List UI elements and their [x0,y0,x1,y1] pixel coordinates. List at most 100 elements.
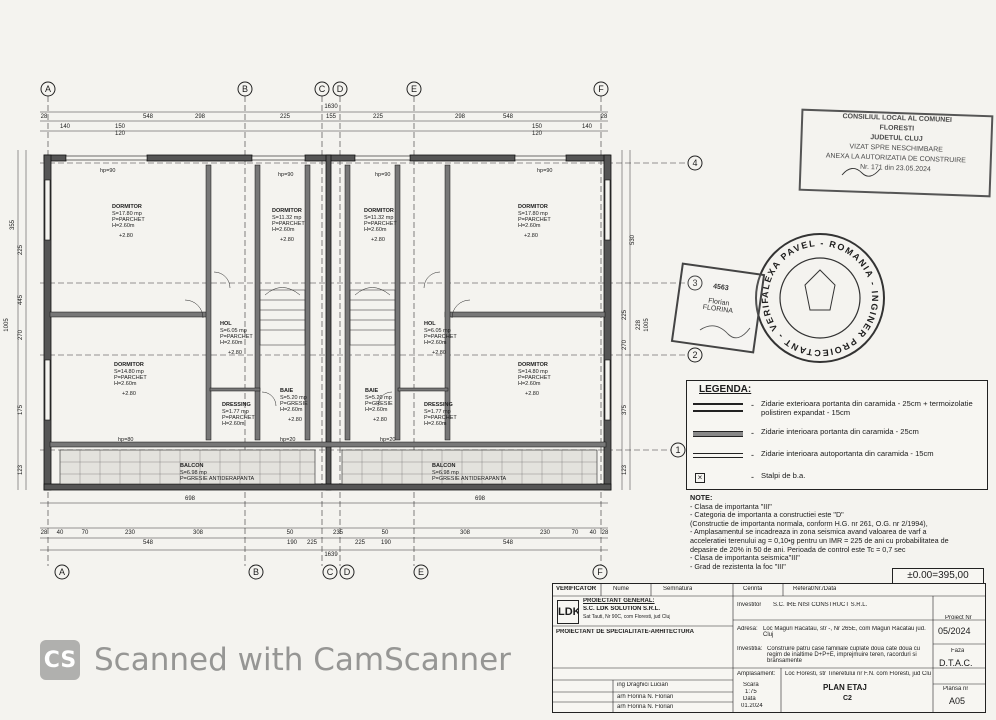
tb-plansa-label: Plansa nr [943,686,969,692]
dim-top-6: 225 [373,114,384,120]
dim-bot-9: 308 [460,530,471,536]
room-area: S=5.20 mp [365,395,392,401]
dim-left-6: 123 [18,464,24,475]
legend-item: - Zidarie exterioara portanta din carami… [687,397,987,421]
axis-label-f: F [598,84,604,94]
room-floor: P=PARCHET [222,415,255,421]
window-label: hp=90 [375,172,390,178]
window-label: hp=90 [278,172,293,178]
legend-box: LEGENDA: - Zidarie exterioara portanta d… [686,380,988,490]
room-name: DORMITOR [518,204,548,210]
dim-bot-12: 40 [590,530,597,536]
room-floor: P=GRESIE ANTIDERAPANTA [180,476,255,482]
room-label: DORMITOR S=17.80 mp P=PARCHET H=2.60m +2… [112,204,145,239]
notes-block: NOTE: - Clasa de importanta "III" - Cate… [690,493,990,571]
room-height: H=2.60m [518,223,541,229]
dim-right-3: 225 [622,309,628,320]
room-name: HOL [220,321,232,327]
window-label: hp=90 [537,168,552,174]
window-label: hp=20 [280,437,295,443]
dim-bot2-4: 225 [355,540,366,546]
room-label: BAIE S=5.20 mp P=GRESIE H=2.60m +2.80 [280,388,308,423]
room-label: DORMITOR S=14.80 mp P=PARCHET H=2.60m +2… [518,362,551,397]
room-area: S=1.77 mp [424,409,451,415]
room-height: H=2.60m [112,223,135,229]
dim-left-total: 1005 [4,318,10,332]
dim-top-3: 298 [195,114,206,120]
tb-ing: ing Draghici Lucian [617,682,669,688]
title-block-grid [553,584,985,712]
tb-scara: 1:75 [745,689,757,695]
room-name: BALCON [432,463,456,469]
room-label: DRESSING S=1.77 mp P=PARCHET H=2.60m [424,402,457,427]
architect-stamp-number: 4563 [712,283,730,293]
dim-bot-8: 50 [382,530,389,536]
tb-plan-title: PLAN ETAJ [823,683,867,692]
room-height: H=2.60m [518,381,541,387]
note-line: - Categoria de importanta a constructiei… [690,510,844,520]
tb-data: 01.2024 [741,703,763,709]
room-level-tag: +2.80 [371,237,385,243]
legend-item: - Zidarie interioara autoportanta din ca… [687,447,987,471]
room-label: BAIE S=5.20 mp P=GRESIE H=2.60m +2.80 [365,388,393,423]
room-area: S=14.80 mp [518,369,548,375]
room-label: HOL S=6.05 mp P=PARCHET H=2.60m +2.80 [424,321,457,356]
axis-label-4: 4 [692,158,697,168]
balcony-tiles [60,450,597,484]
room-level-tag: +2.80 [280,237,294,243]
tb-verificator: VERIFICATOR [556,586,597,592]
tb-company: S.C. LDK SOLUTION S.R.L. [583,606,661,612]
room-level-tag: +2.80 [122,391,136,397]
room-area: S=6.98 mp [180,470,207,476]
room-height: H=2.60m [220,340,243,346]
tb-proiectant-specialitate: PROIECTANT DE SPECIALITATE-ARHITECTURA [556,629,694,635]
room-level-tag: +2.80 [524,233,538,239]
dim-right-total: 1005 [644,318,650,332]
note-line: (Constructie de importanta normala, conf… [690,518,928,528]
dim-bot-6: 50 [287,530,294,536]
dim-top2-4: 120 [532,131,543,137]
dim-bot-10: 230 [540,530,551,536]
tb-data-label: Data [743,696,756,702]
room-floor: P=PARCHET [112,217,145,223]
room-height: H=2.60m [114,381,137,387]
dim-bot-13: 28 [602,530,609,536]
window-annotations: hp=90 hp=90 hp=90 hp=90 hp=20 hp=20 hp=8… [100,168,552,443]
door-swings [184,271,471,407]
room-floor: P=GRESIE [280,401,308,407]
dim-right-2: 228 [636,319,642,330]
axis-label-a-bottom: A [59,567,65,577]
axis-label-e-bottom: E [418,567,424,577]
tb-semnatura: Semnatura [663,586,693,592]
tb-proiectant-general: PROIECTANT GENERAL: [583,598,655,604]
room-level-tag: +2.80 [373,417,387,423]
tb-nume: Nume [613,586,630,592]
room-floor: P=GRESIE ANTIDERAPANTA [432,476,507,482]
legend-text: Zidarie interioara autoportanta din cara… [761,449,934,458]
dim-bot2-3: 225 [307,540,318,546]
axis-label-b: B [242,84,248,94]
room-area: S=14.80 mp [114,369,144,375]
dim-top-9: 28 [601,114,608,120]
axis-label-c: C [319,84,326,94]
dim-top-2: 548 [143,114,154,120]
dim-top-8: 548 [503,114,514,120]
balconies [59,449,598,485]
tb-investitia: Construire patru case familiale cuplate … [767,646,921,664]
room-level-tag: +2.80 [525,391,539,397]
dim-right-5: 375 [622,404,628,415]
camscanner-watermark: CS Scanned with CamScanner [40,640,511,680]
room-name: DORMITOR [518,362,548,368]
room-area: S=6.98 mp [432,470,459,476]
tb-company-address: Sat Tauti, Nr 90C, com Floresti, jud Clu… [583,614,671,620]
dim-bot-5: 308 [193,530,204,536]
room-level-tag: +2.80 [119,233,133,239]
dim-half-left: 698 [185,496,196,502]
dim-bot-1: 28 [41,530,48,536]
legend-item: × - Stalpi de b.a. [687,469,987,493]
room-floor: P=PARCHET [114,375,147,381]
room-floor: P=PARCHET [364,221,397,227]
room-label: BALCON S=6.98 mp P=GRESIE ANTIDERAPANTA [180,463,255,482]
room-level-tag: +2.80 [432,350,446,356]
